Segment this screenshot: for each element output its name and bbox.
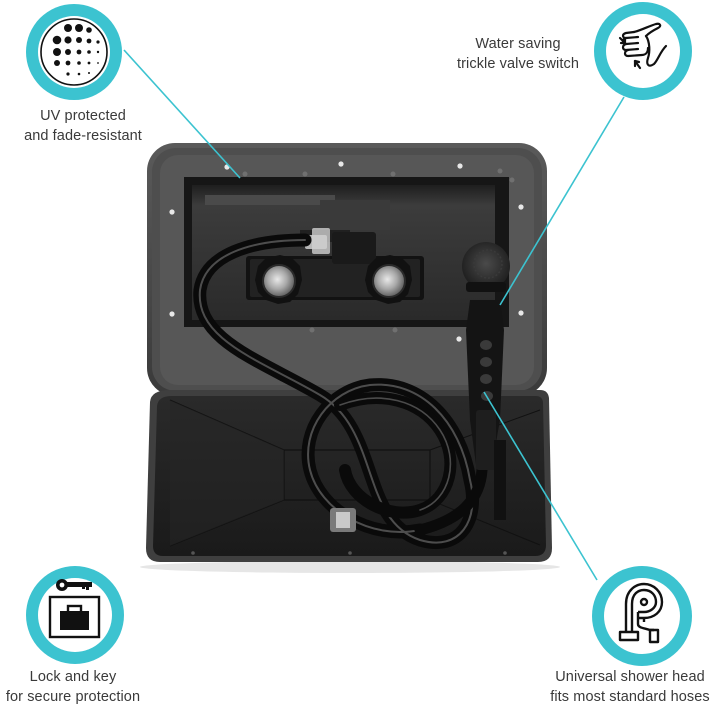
cold-knob (365, 255, 412, 304)
uv-feature-label: UV protected and fade-resistant (8, 106, 158, 146)
hose-label-line-2: fits most standard hoses (550, 689, 710, 705)
uv-dots-icon (40, 18, 108, 86)
lock-feature-badge (26, 566, 124, 664)
trickle-label-line-1: Water saving (475, 36, 561, 52)
trickle-feature-badge (594, 2, 692, 100)
uv-label-line-2: and fade-resistant (24, 128, 142, 144)
hose-feature-badge (592, 566, 692, 666)
hose-connector (330, 508, 356, 532)
trickle-label-line-2: trickle valve switch (456, 56, 580, 72)
lock-label-line-2: for secure protection (5, 689, 141, 705)
uv-label-line-1: UV protected (40, 108, 126, 124)
lock-and-key-icon (48, 579, 101, 639)
hose-feature-label: Universal shower head fits most standard… (538, 667, 720, 707)
lock-label-line-1: Lock and key (29, 669, 117, 685)
trickle-feature-label: Water saving trickle valve switch (438, 34, 598, 74)
hose-label-line-1: Universal shower head (555, 669, 705, 685)
hose-reel-icon (618, 582, 664, 644)
shower-box-frame (147, 143, 547, 396)
hot-knob (255, 255, 302, 304)
hand-press-icon (618, 22, 668, 70)
uv-feature-badge (26, 4, 122, 100)
lock-feature-label: Lock and key for secure protection (0, 667, 148, 707)
